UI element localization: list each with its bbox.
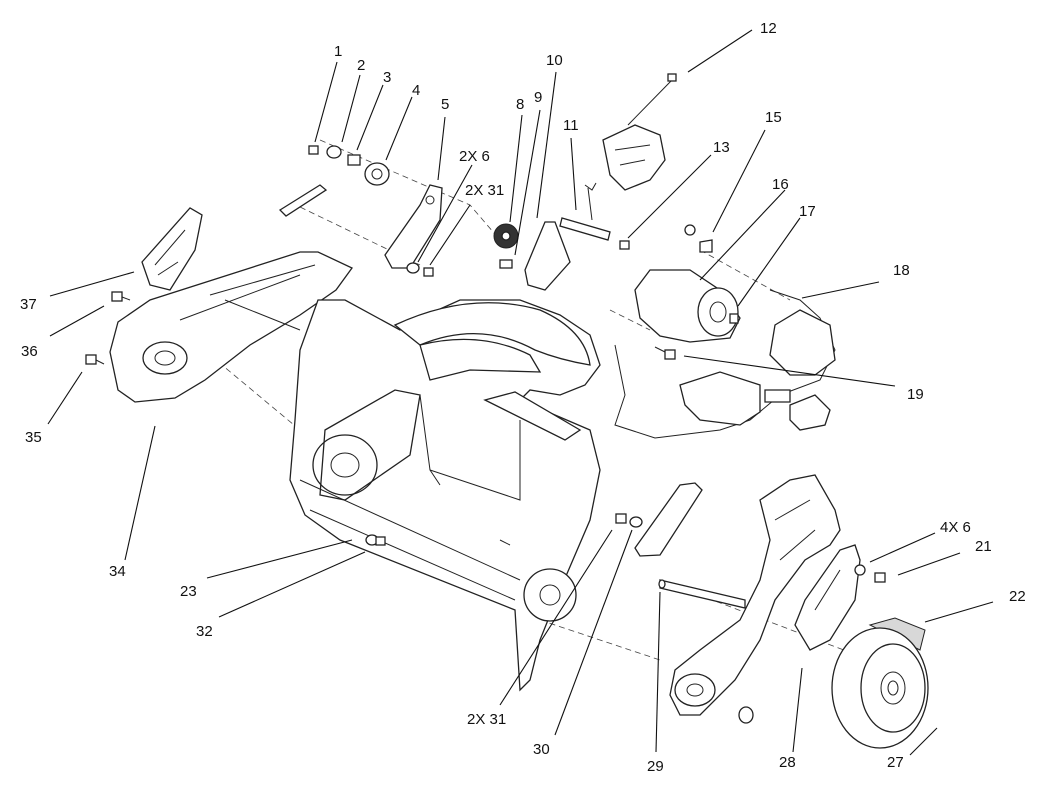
bolt-19 xyxy=(654,346,676,360)
callout-9: 9 xyxy=(534,89,543,106)
bracket-37 xyxy=(141,207,203,291)
callout-21: 21 xyxy=(975,538,992,555)
bracket-plate-5 xyxy=(384,184,443,269)
engine-18 xyxy=(614,289,836,439)
callout-28: 28 xyxy=(779,754,796,771)
callout-30: 30 xyxy=(533,741,550,758)
main-housing xyxy=(289,299,601,692)
callout-4: 4 xyxy=(412,82,421,99)
plate-10 xyxy=(524,221,571,291)
pin-rod xyxy=(278,184,328,217)
leader-lines xyxy=(47,29,994,756)
callout-2x31-lower: 2X 31 xyxy=(467,711,507,728)
nut-31 xyxy=(423,267,434,277)
washer-2 xyxy=(326,145,342,159)
callout-2: 2 xyxy=(357,57,366,74)
shaft-11 xyxy=(559,182,611,241)
callout-11: 11 xyxy=(563,117,579,134)
callout-3: 3 xyxy=(383,69,392,86)
tube-30 xyxy=(634,482,703,557)
callout-13: 13 xyxy=(713,139,730,156)
bracket-28 xyxy=(794,544,861,651)
pulley-assembly xyxy=(679,371,831,431)
callout-10: 10 xyxy=(546,52,563,69)
switch-12 xyxy=(602,73,677,191)
callout-35: 35 xyxy=(25,429,42,446)
nut-1 xyxy=(308,145,319,155)
callout-4x6: 4X 6 xyxy=(940,519,971,536)
wheel-22 xyxy=(831,617,929,749)
callout-22: 22 xyxy=(1009,588,1026,605)
bolt-35 xyxy=(85,354,105,365)
callout-2x31-upper: 2X 31 xyxy=(465,182,505,199)
bolt-21 xyxy=(874,572,886,583)
bolt-36 xyxy=(111,291,131,302)
callout-12: 12 xyxy=(760,20,777,37)
callout-27: 27 xyxy=(887,754,904,771)
callout-36: 36 xyxy=(21,343,38,360)
nut-31b xyxy=(615,513,643,528)
callout-17: 17 xyxy=(799,203,816,220)
callout-5: 5 xyxy=(441,96,450,113)
callout-37: 37 xyxy=(20,296,37,313)
gear-8 xyxy=(493,223,519,249)
right-side-plate xyxy=(669,474,841,716)
left-side-plate-34 xyxy=(109,251,353,403)
callout-8: 8 xyxy=(516,96,525,113)
callout-19: 19 xyxy=(907,386,924,403)
washer-6 xyxy=(406,262,420,274)
callout-29: 29 xyxy=(647,758,664,775)
bolt-9 xyxy=(499,259,513,269)
nut-13 xyxy=(619,240,630,250)
spacer-3 xyxy=(347,154,361,166)
callout-2x6-upper: 2X 6 xyxy=(459,148,490,165)
nut-32 xyxy=(375,536,386,546)
washer-4x6 xyxy=(854,564,866,576)
callout-16: 16 xyxy=(772,176,789,193)
callout-15: 15 xyxy=(765,109,782,126)
callout-23: 23 xyxy=(180,583,197,600)
motor-16 xyxy=(634,269,741,343)
callout-1: 1 xyxy=(334,43,343,60)
callout-32: 32 xyxy=(196,623,213,640)
bearing-4 xyxy=(364,162,390,186)
axle-29 xyxy=(658,579,746,609)
hubcap-27 xyxy=(738,706,754,724)
connector-15 xyxy=(684,224,713,253)
callout-34: 34 xyxy=(109,563,126,580)
callout-18: 18 xyxy=(893,262,910,279)
